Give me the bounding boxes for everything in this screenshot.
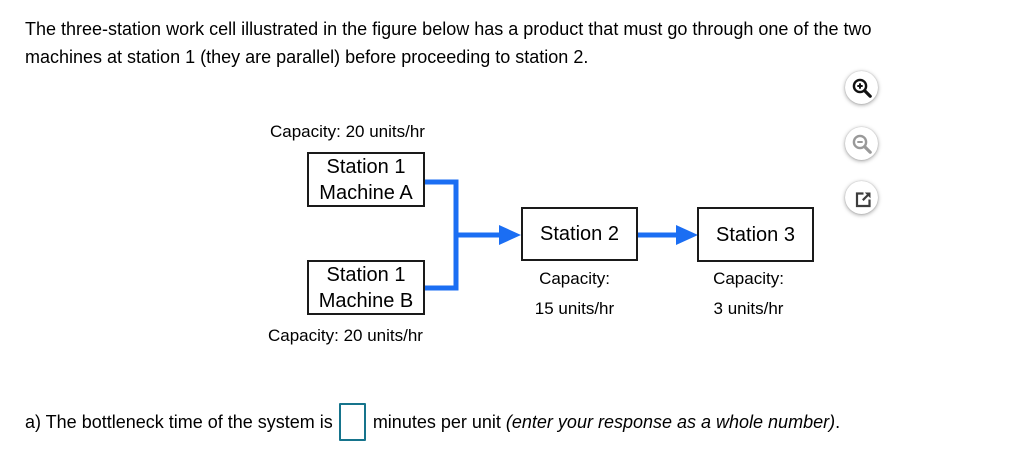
station3-label: Station 3 — [716, 223, 795, 246]
station2-capacity-line1: Capacity: — [539, 269, 610, 288]
external-link-icon — [855, 191, 871, 207]
question-suffix-text: minutes per unit — [372, 411, 501, 432]
zoom-in-icon — [852, 78, 872, 98]
station1-machine-b-line1: Station 1 — [326, 263, 406, 286]
answer-input[interactable] — [338, 403, 366, 441]
station2-box: Station 2 — [521, 207, 638, 261]
zoom-out-icon — [852, 134, 872, 154]
question-suffix: minutes per unit (enter your response as… — [373, 412, 840, 433]
question-period: . — [835, 411, 841, 432]
station3-capacity-line2: 3 units/hr — [713, 299, 784, 318]
station1-machine-a-line1: Station 1 — [326, 155, 406, 178]
problem-statement-line2: machines at station 1 (they are parallel… — [25, 47, 589, 67]
arrow2-head — [676, 225, 698, 245]
machine-a-capacity-label: Capacity: 20 units/hr — [270, 122, 425, 141]
question-a: a) The bottleneck time of the system is … — [25, 401, 840, 443]
zoom-in-button[interactable] — [845, 71, 878, 104]
problem-statement: The three-station work cell illustrated … — [25, 15, 871, 71]
station1-machine-b-box: Station 1 Machine B — [307, 260, 425, 315]
problem-statement-line1: The three-station work cell illustrated … — [25, 19, 872, 39]
station3-box: Station 3 — [697, 207, 814, 262]
machine-b-capacity-label: Capacity: 20 units/hr — [268, 326, 423, 345]
station1-machine-a-line2: Machine A — [319, 181, 413, 204]
station3-capacity-line1: Capacity: — [713, 269, 784, 288]
station2-label: Station 2 — [540, 223, 619, 245]
merge-connector-line — [425, 179, 459, 291]
arrow1-head — [499, 225, 521, 245]
station2-capacity-label: Capacity: 15 units/hr — [516, 264, 633, 324]
station1-machine-b-line2: Machine B — [318, 289, 414, 312]
station3-capacity-label: Capacity: 3 units/hr — [690, 264, 807, 324]
question-prefix: a) The bottleneck time of the system is — [25, 411, 333, 432]
zoom-out-button[interactable] — [845, 127, 878, 160]
question-note-italic: (enter your response as a whole number) — [505, 411, 836, 432]
station1-machine-a-box: Station 1 Machine A — [307, 152, 425, 207]
open-in-new-window-button[interactable] — [845, 181, 878, 214]
station2-capacity-line2: 15 units/hr — [534, 299, 615, 318]
